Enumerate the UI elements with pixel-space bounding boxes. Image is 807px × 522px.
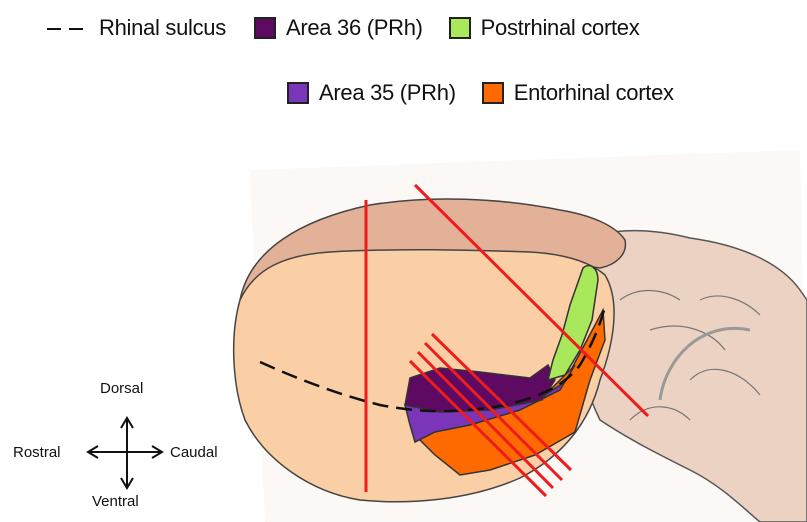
ventral-label: Ventral xyxy=(92,493,139,510)
orientation-arrows xyxy=(88,418,162,488)
rostral-label: Rostral xyxy=(13,444,61,461)
caudal-label: Caudal xyxy=(170,444,218,461)
dorsal-label: Dorsal xyxy=(100,380,143,397)
